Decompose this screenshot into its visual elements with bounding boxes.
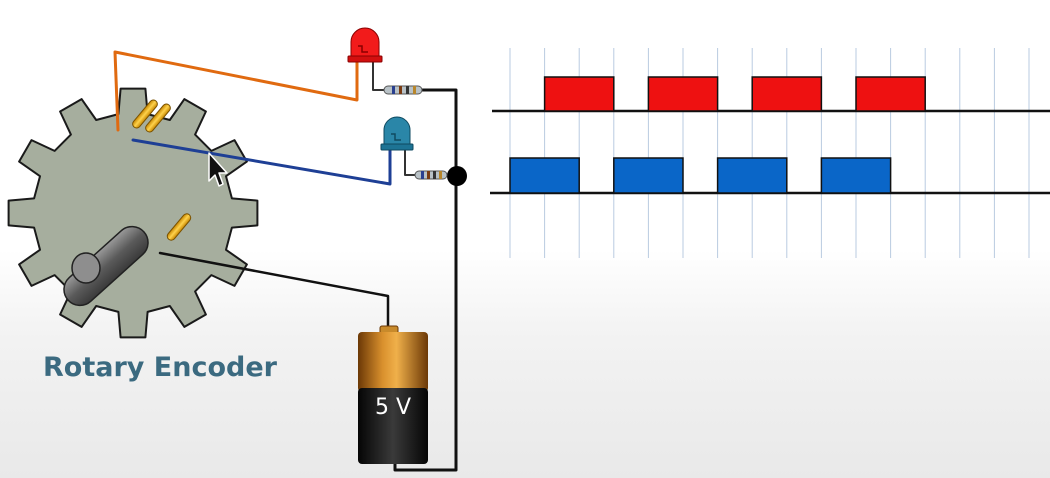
waveform-panel (490, 76, 1050, 195)
channel-a-pulse-3 (751, 76, 823, 112)
channel-a-pulse-1 (543, 76, 615, 112)
junction-node (447, 166, 467, 186)
resistor-b (414, 170, 448, 180)
mouse-cursor-icon (208, 152, 228, 187)
battery: 5 V (358, 325, 428, 464)
encoder-contact-brushes (132, 99, 192, 241)
encoder-shaft (63, 225, 149, 307)
red-led-lead (372, 61, 386, 91)
channel-b-pulse-2 (613, 157, 684, 194)
resistor-a (383, 85, 423, 95)
blue-led-lead (404, 149, 418, 176)
battery-voltage-label: 5 V (375, 395, 411, 420)
rotary-encoder-caption: Rotary Encoder (43, 352, 278, 383)
ground-wire (158, 251, 390, 334)
channel-b-pulse-1 (509, 157, 580, 194)
channel-b-pulse-3 (716, 157, 788, 194)
channel-a-pulse-2 (647, 76, 719, 112)
orange-wire (113, 50, 359, 132)
blue-wire (131, 138, 392, 186)
common-return-wire (393, 88, 458, 472)
channel-a-pulses (543, 76, 926, 112)
channel-b-pulse-4 (820, 157, 892, 194)
channel-a-pulse-4 (855, 76, 926, 112)
blue-led (380, 116, 414, 151)
channel-b-pulses (509, 157, 892, 194)
red-led (347, 27, 383, 63)
